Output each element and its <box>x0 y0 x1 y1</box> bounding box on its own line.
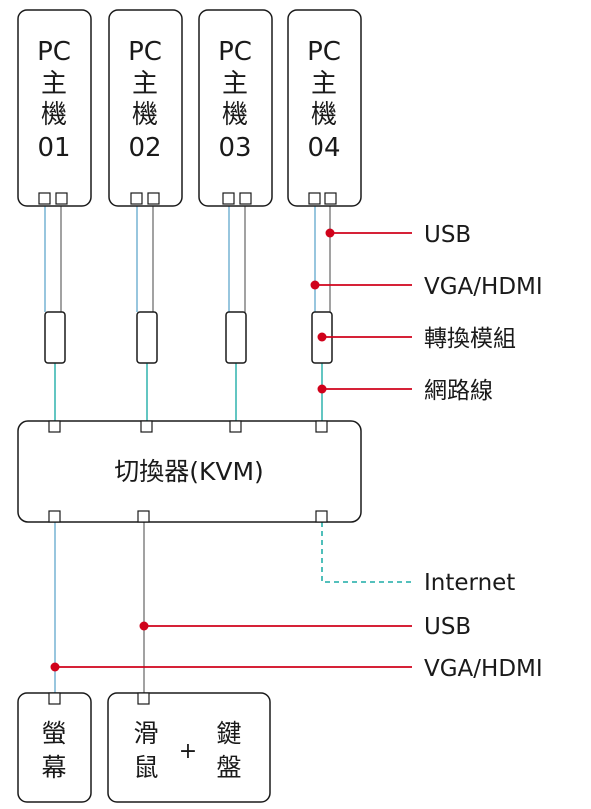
pc-01-line2: 主 <box>41 69 67 99</box>
callout-bottom-vga-dot <box>50 662 60 672</box>
pc-03-line1: PC <box>218 37 252 67</box>
callout-network-dot <box>317 384 327 394</box>
pc-03-usb-port <box>239 192 252 205</box>
keyboard-line2: 盤 <box>216 753 241 782</box>
pc-03-vga-port <box>222 192 235 205</box>
pc-01: PC 主 機 01 <box>17 9 92 207</box>
pc-04-box <box>287 9 362 207</box>
pc-01-usb-port <box>55 192 68 205</box>
plus-sign: + <box>179 739 197 764</box>
kvm-switch-box <box>17 420 362 523</box>
internet-dashed-wire <box>321 522 412 583</box>
pc-03: PC 主 機 03 <box>198 9 273 207</box>
mouse-keyboard-box <box>107 692 271 803</box>
pc-02-line3: 機 <box>132 100 158 130</box>
callout-usb-label: USB <box>424 222 471 248</box>
pc-01-box <box>17 9 92 207</box>
kvm-input-port-04 <box>315 420 328 433</box>
callout-bottom-usb-dot <box>139 621 149 631</box>
callout-usb-dot <box>325 228 335 238</box>
pc-01-line1: PC <box>37 37 71 67</box>
monitor-vga-port <box>48 692 61 705</box>
mouse-line1: 滑 <box>133 719 158 748</box>
pc-04-line4: 04 <box>307 133 340 163</box>
kvm-input-port-01 <box>48 420 61 433</box>
pc-04-vga-port <box>308 192 321 205</box>
pc-01-line4: 01 <box>37 133 70 163</box>
pc-03-line2: 主 <box>222 69 248 99</box>
pc-04-line2: 主 <box>311 69 337 99</box>
kvm-usb-out-port <box>137 510 150 523</box>
pc-wires <box>44 203 331 421</box>
callout-vga-label: VGA/HDMI <box>424 274 543 300</box>
pc-01-line3: 機 <box>41 100 67 130</box>
callout-converter-label: 轉換模組 <box>424 326 516 352</box>
pc-02-usb-port <box>147 192 160 205</box>
pc-02-line4: 02 <box>128 133 161 163</box>
pc-01-vga-port <box>38 192 51 205</box>
kvm-vga-out-port <box>48 510 61 523</box>
pc-04-usb-port <box>324 192 337 205</box>
monitor-line1: 螢 <box>41 719 66 748</box>
callout-bottom-vga-label: VGA/HDMI <box>424 656 543 682</box>
pc-02-line1: PC <box>128 37 162 67</box>
bottom-callouts: Internet USB VGA/HDMI <box>50 570 543 682</box>
pc-03-line4: 03 <box>218 133 251 163</box>
monitor: 螢 幕 <box>17 692 92 803</box>
converter-modules <box>44 311 333 364</box>
pc-02-line2: 主 <box>132 69 158 99</box>
mouse-keyboard: 滑 鼠 + 鍵 盤 <box>107 692 271 803</box>
mouse-keyboard-usb-port <box>137 692 150 705</box>
pc-02-box <box>108 9 183 207</box>
converter-module-03 <box>225 311 247 364</box>
callout-internet-label: Internet <box>424 570 515 596</box>
kvm-switch-label: 切換器(KVM) <box>114 457 264 486</box>
kvm-switch: 切換器(KVM) <box>17 420 362 523</box>
monitor-line2: 幕 <box>41 753 66 782</box>
pc-04-line3: 機 <box>311 100 337 130</box>
pc-04-line1: PC <box>307 37 341 67</box>
callout-bottom-usb-label: USB <box>424 614 471 640</box>
kvm-input-port-03 <box>229 420 242 433</box>
kvm-input-port-02 <box>140 420 153 433</box>
top-callouts: USB VGA/HDMI 轉換模組 網路線 <box>310 222 543 404</box>
pc-02-vga-port <box>130 192 143 205</box>
pc-04: PC 主 機 04 <box>287 9 362 207</box>
callout-converter-dot <box>317 332 327 342</box>
pc-03-box <box>198 9 273 207</box>
pc-02: PC 主 機 02 <box>108 9 183 207</box>
pc-03-line3: 機 <box>222 100 248 130</box>
converter-module-02 <box>136 311 158 364</box>
callout-vga-dot <box>310 280 320 290</box>
keyboard-line1: 鍵 <box>216 719 241 748</box>
kvm-network-port <box>315 510 328 523</box>
callout-network-label: 網路線 <box>424 378 493 404</box>
converter-module-01 <box>44 311 66 364</box>
mouse-line2: 鼠 <box>133 753 158 782</box>
